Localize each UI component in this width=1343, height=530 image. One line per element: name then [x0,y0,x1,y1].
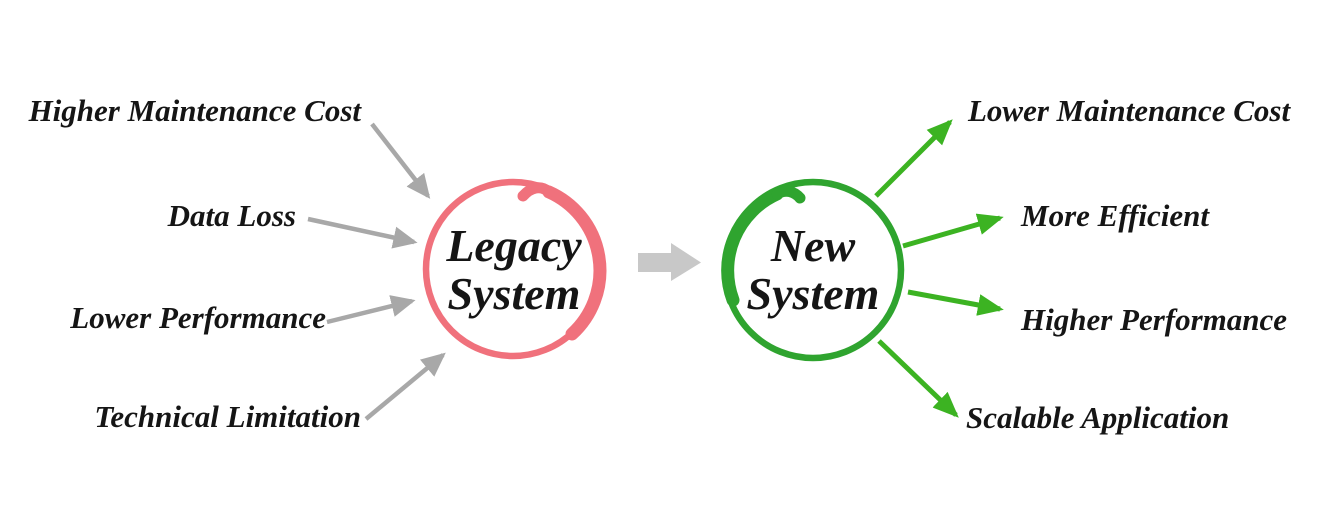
new-system-label-line1: New [770,220,856,271]
transition-arrow [638,243,701,281]
arrow-data-loss [307,216,418,249]
legacy-system-label-line1: Legacy [446,220,582,271]
legacy-system-circle [422,178,607,360]
label-lower-maintenance-cost: Lower Maintenance Cost [968,93,1291,128]
arrow-more-efficient [902,213,1004,249]
new-system-node: New System [723,222,903,318]
label-higher-performance: Higher Performance [1021,302,1288,337]
new-circle-thick-stroke [721,187,784,307]
arrow-scalable-application [877,339,959,418]
new-system-circle [721,178,905,362]
label-technical-limitation: Technical Limitation [94,399,361,434]
arrow-lower-maintenance-cost [874,119,953,198]
new-system-label-line2: System [746,268,880,319]
arrow-technical-limitation [364,352,446,421]
label-data-loss: Data Loss [167,198,296,233]
new-circle-stroke-hook [771,185,806,204]
legacy-system-label-line2: System [447,268,581,319]
legacy-circle-thick-stroke [542,185,607,341]
label-scalable-application: Scalable Application [966,400,1230,435]
label-higher-maintenance-cost: Higher Maintenance Cost [28,93,361,128]
legacy-system-node: Legacy System [425,222,603,318]
arrow-higher-performance [907,289,1004,316]
arrow-higher-maintenance-cost [370,122,431,199]
legacy-circle-stroke-hook [517,182,555,202]
label-more-efficient: More Efficient [1021,198,1209,233]
arrow-lower-performance [326,295,416,325]
label-lower-performance: Lower Performance [70,300,326,335]
